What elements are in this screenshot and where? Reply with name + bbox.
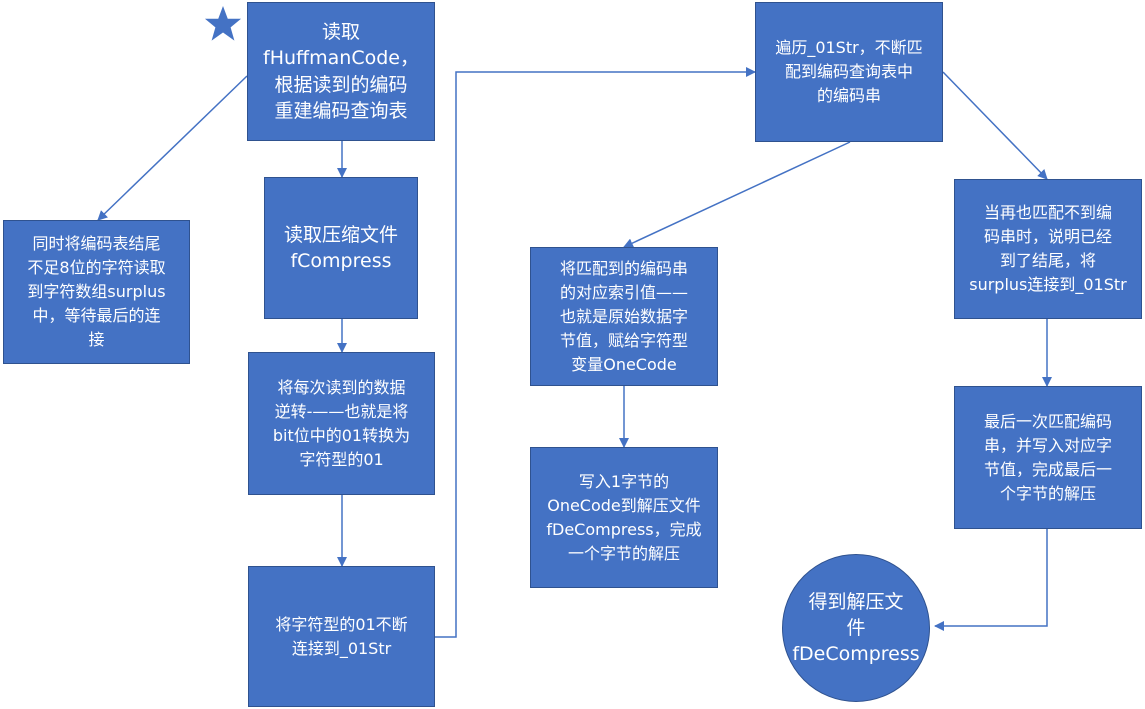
edge-n10-n11 xyxy=(934,529,1048,631)
node-write-byte: 写入1字节的 OneCode到解压文件 fDeCompress，完成 一个字节的… xyxy=(530,447,718,588)
node-append-01str: 将字符型的01不断 连接到_01Str xyxy=(248,566,435,707)
star-icon xyxy=(204,5,242,41)
node-last-match: 最后一次匹配编码 串，并写入对应字 节值，完成最后一 个字节的解压 xyxy=(954,386,1142,529)
node-assign-onecode: 将匹配到的编码串 的对应索引值—— 也就是原始数据字 节值，赋给字符型 变量On… xyxy=(530,247,718,386)
node-read-huffman-code: 读取 fHuffmanCode， 根据读到的编码 重建编码查询表 xyxy=(247,2,435,141)
node-read-compressed-file: 读取压缩文件 fCompress xyxy=(264,177,418,319)
node-read-surplus: 同时将编码表结尾 不足8位的字符读取 到字符数组surplus 中，等待最后的连… xyxy=(3,220,190,364)
node-no-more-match: 当再也匹配不到编 码串时，说明已经 到了结尾，将 surplus连接到_01St… xyxy=(954,179,1142,319)
node-get-decompressed-file: 得到解压文 件 fDeCompress xyxy=(782,554,930,702)
edge-n6-n7 xyxy=(623,141,851,248)
edge-n6-n9 xyxy=(942,71,1048,180)
edge-n5-n6 xyxy=(435,67,756,638)
node-reverse-bits: 将每次读到的数据 逆转-——也就是将 bit位中的01转换为 字符型的01 xyxy=(248,352,435,495)
edge-n1-n2 xyxy=(97,75,248,221)
node-traverse-01str: 遍历_01Str，不断匹 配到编码查询表中 的编码串 xyxy=(755,2,943,142)
